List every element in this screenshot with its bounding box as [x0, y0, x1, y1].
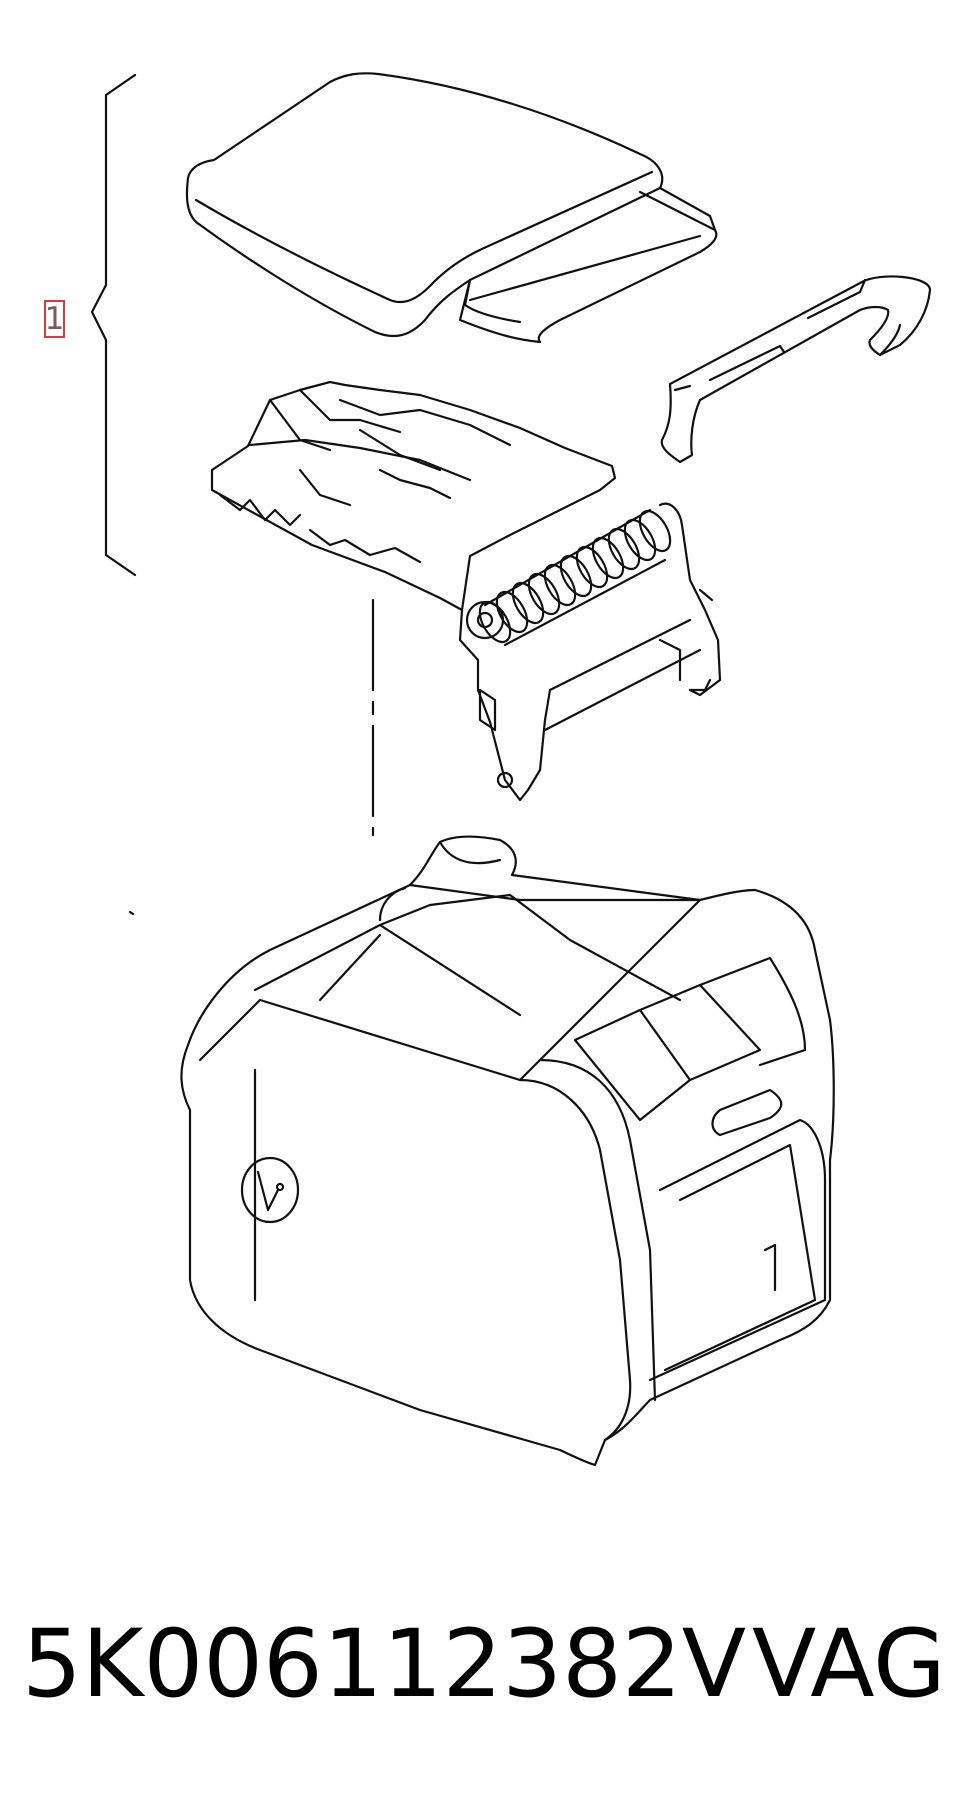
brand-label: VAG — [752, 1610, 946, 1719]
part-callout-box — [44, 300, 65, 338]
assembly-bracket — [90, 73, 137, 577]
part-callout-label: 1 — [44, 301, 65, 337]
armrest-cushion — [185, 72, 718, 344]
hinge-spring — [478, 508, 672, 647]
hinge-mechanism — [210, 380, 722, 802]
part-number: 5K006112382V — [22, 1610, 747, 1719]
exploded-parts-diagram — [90, 72, 932, 1467]
trim-strip — [660, 275, 932, 464]
storage-console — [128, 835, 835, 1467]
vw-logo-emblem — [240, 1156, 300, 1224]
hinge-pivot — [465, 600, 505, 640]
caption: 5K006112382V VAG — [0, 1610, 955, 1720]
